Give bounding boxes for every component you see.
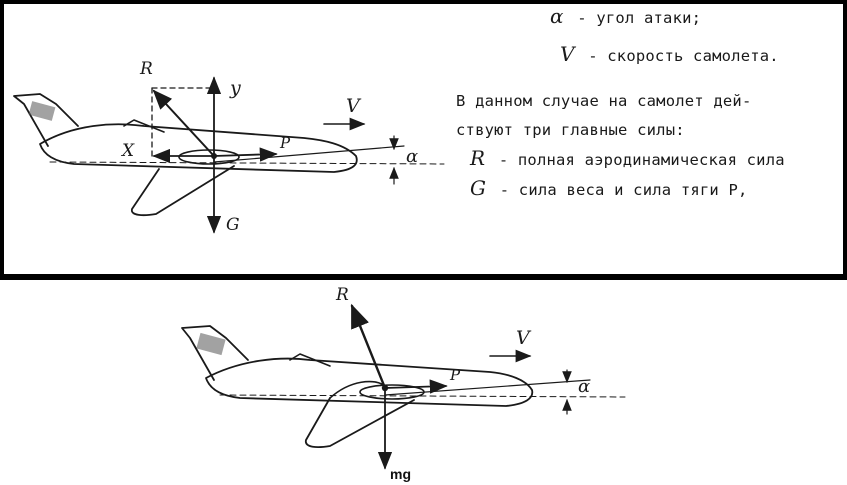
top-aircraft-diagram: R y X P G V α (13, 59, 445, 235)
engine-shape (178, 149, 240, 165)
tail-fin-shape (13, 93, 79, 147)
paragraph-line2: ствуют три главные силы: (456, 121, 685, 139)
fuselage-shape (39, 123, 358, 173)
label-v: V (516, 327, 532, 349)
item2-symbol: G (470, 176, 487, 200)
v-symbol: V (560, 42, 575, 66)
label-v: V (346, 95, 362, 117)
paragraph-item2: G - сила веса и сила тяги P, (470, 176, 748, 200)
v-text: - скорость самолета. (588, 47, 779, 65)
label-x: X (120, 141, 135, 161)
item2-text: - сила веса и сила тяги P, (499, 181, 748, 199)
item1-text: - полная аэродинамическая сила (498, 151, 785, 169)
label-y: y (229, 77, 241, 99)
label-alpha: α (406, 146, 418, 167)
legend-alpha: α - угол атаки; (550, 4, 701, 28)
item1-symbol: R (470, 146, 486, 170)
paragraph-item1: R - полная аэродинамическая сила (470, 146, 785, 170)
r-vector (350, 303, 387, 390)
wing-shape (305, 397, 415, 448)
p-vector (384, 379, 448, 394)
legend-v: V - скорость самолета. (560, 42, 779, 66)
r-vector (152, 89, 215, 157)
label-alpha: α (578, 376, 590, 397)
alpha-text: - угол атаки; (577, 9, 702, 27)
bottom-aircraft-diagram: R P V α (181, 285, 626, 470)
label-p: P (449, 366, 461, 384)
label-r: R (335, 285, 349, 305)
label-r: R (139, 59, 153, 79)
paragraph-line1: В данном случае на самолет дей- (456, 92, 752, 110)
wing-shape (131, 165, 235, 217)
p-vector (213, 147, 278, 162)
fuselage-shape (205, 357, 534, 407)
top-panel: R y X P G V α α - угол атаки; V - скорос… (0, 0, 847, 280)
label-g: G (226, 215, 240, 235)
tail-fin-shape (181, 325, 249, 381)
alpha-symbol: α (550, 4, 564, 28)
label-p: P (279, 134, 291, 152)
label-mg: mg (390, 466, 411, 482)
top-panel-content: R y X P G V α α - угол атаки; V - скорос… (4, 4, 843, 274)
